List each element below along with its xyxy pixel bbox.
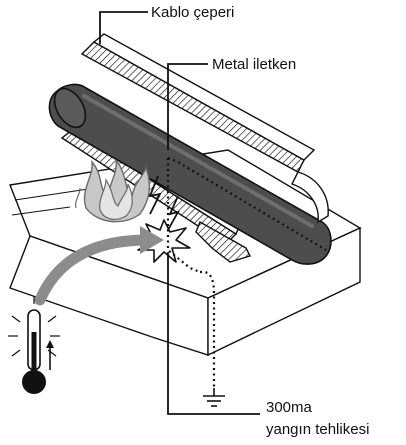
hazard-label-group: 300ma yangın tehlikesi <box>167 252 369 438</box>
metal-conductor <box>48 83 332 265</box>
ground-symbol-icon <box>203 388 225 407</box>
sheath-label-group: Kablo çeperi <box>99 4 234 44</box>
hazard-label-line1: 300ma <box>266 399 313 416</box>
conductor-body <box>48 83 332 265</box>
conductor-end-cap <box>53 87 87 129</box>
thermometer-rising-icon <box>8 296 60 394</box>
conductor-highlight <box>82 94 314 228</box>
flame-icon <box>74 159 151 223</box>
curved-arrow-icon <box>34 234 154 306</box>
sheath-label: Kablo çeperi <box>151 4 234 21</box>
board-grain <box>11 187 96 216</box>
conductor-leader-line <box>167 63 208 150</box>
sheath-leader-line <box>99 11 148 44</box>
conductor-label: Metal iletken <box>212 56 296 73</box>
conductor-label-group: Metal iletken <box>167 56 296 150</box>
electric-spark-icon <box>135 175 191 263</box>
hazard-label-line2: yangın tehlikesi <box>266 421 369 438</box>
sheath-broken-segment <box>195 220 251 263</box>
sheath-right-collar <box>291 171 329 224</box>
curved-arrow-head <box>140 226 164 254</box>
leakage-current-path <box>166 156 327 390</box>
cable-sheath-upper <box>80 33 329 263</box>
hazard-leader-line <box>167 252 260 415</box>
